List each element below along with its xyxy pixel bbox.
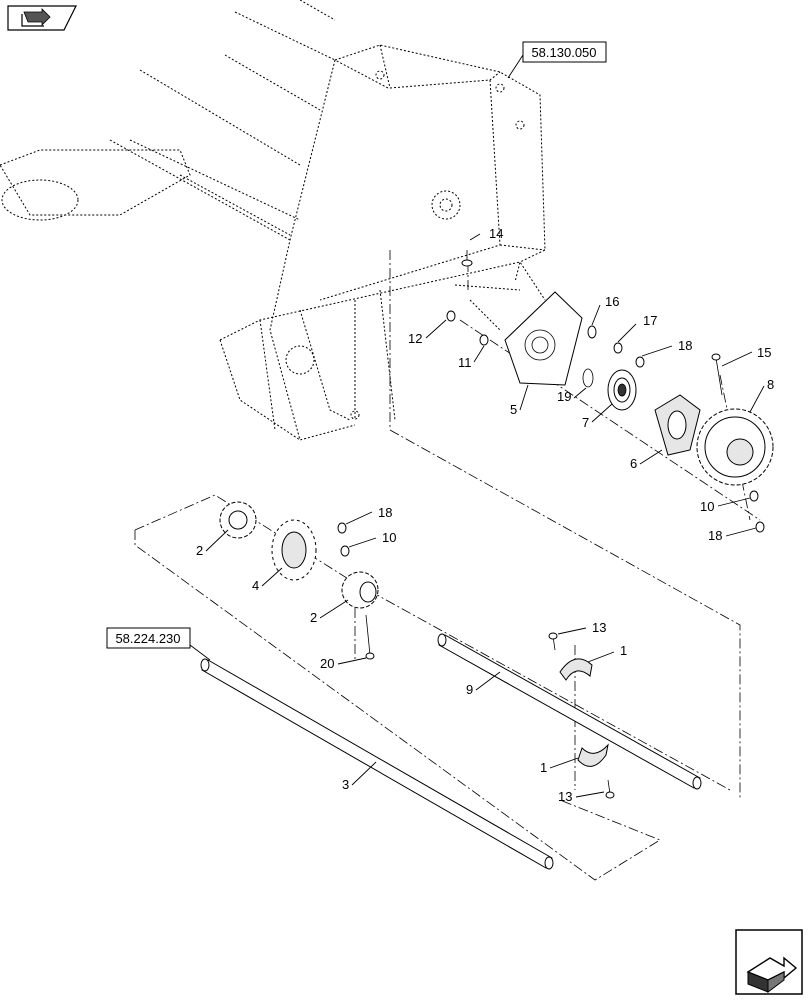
callout-5: 5 <box>510 402 517 417</box>
callout-10-right: 10 <box>700 499 714 514</box>
callout-8: 8 <box>767 377 774 392</box>
part-18-nut-right[interactable] <box>755 521 765 533</box>
callout-1-lower: 1 <box>540 760 547 775</box>
part-13-bolt-lower[interactable] <box>605 779 615 799</box>
part-11-bolt[interactable] <box>479 334 489 346</box>
part-17-washer[interactable] <box>613 342 623 354</box>
callout-9: 9 <box>466 682 473 697</box>
part-10-nut-right[interactable] <box>749 490 759 502</box>
part-7-bearing[interactable] <box>607 369 637 411</box>
part-8-sprocket[interactable] <box>696 408 774 486</box>
reference-label-left: 58.224.230 <box>115 631 180 646</box>
callout-13-lower: 13 <box>558 789 572 804</box>
callout-6: 6 <box>630 456 637 471</box>
callout-18-upper: 18 <box>678 338 692 353</box>
chassis-frame <box>0 0 546 441</box>
next-page-arrow-icon[interactable] <box>735 929 803 995</box>
part-5-plate[interactable] <box>504 291 583 386</box>
callout-1-upper: 1 <box>620 643 627 658</box>
callout-2-upper: 2 <box>196 543 203 558</box>
part-2-coupling-half-b[interactable] <box>341 571 379 609</box>
callout-20: 20 <box>320 656 334 671</box>
callout-15: 15 <box>757 345 771 360</box>
center-lines <box>134 250 761 881</box>
callout-4: 4 <box>252 578 259 593</box>
callout-13-upper: 13 <box>592 620 606 635</box>
part-13-bolt-upper[interactable] <box>548 632 558 651</box>
part-1-clamp-upper[interactable] <box>559 658 593 681</box>
part-2-coupling-half-a[interactable] <box>219 501 257 539</box>
callout-3: 3 <box>342 777 349 792</box>
callout-18-left: 18 <box>378 505 392 520</box>
callout-19: 19 <box>557 389 571 404</box>
callout-10-left: 10 <box>382 530 396 545</box>
reference-box-left[interactable]: 58.224.230 <box>106 627 211 661</box>
part-3-shaft[interactable] <box>200 658 554 870</box>
part-19-circlip[interactable] <box>582 368 594 388</box>
part-12-bolt[interactable] <box>446 310 456 322</box>
callout-11: 11 <box>458 355 472 370</box>
part-9-shaft[interactable] <box>437 633 702 790</box>
part-10-nut-left[interactable] <box>340 545 350 557</box>
part-18-nut-a[interactable] <box>635 356 645 368</box>
callout-17: 17 <box>643 313 657 328</box>
callouts: 14 16 17 18 15 8 12 11 19 5 7 6 10 <box>196 226 774 804</box>
reference-box-top[interactable]: 58.130.050 <box>507 41 607 79</box>
part-4-chain-coupling[interactable] <box>271 519 317 581</box>
part-16-washer[interactable] <box>587 325 597 339</box>
part-1-clamp-lower[interactable] <box>577 743 609 767</box>
callout-14: 14 <box>489 226 503 241</box>
part-14-bolt[interactable] <box>461 250 473 267</box>
callout-7: 7 <box>582 415 589 430</box>
callout-2-lower: 2 <box>310 610 317 625</box>
book-arrow-icon[interactable] <box>7 5 77 31</box>
callout-18-right: 18 <box>708 528 722 543</box>
part-6-flange[interactable] <box>654 394 701 456</box>
part-20-bolt[interactable] <box>365 614 375 660</box>
callout-16: 16 <box>605 294 619 309</box>
part-18-nut-left[interactable] <box>337 522 347 534</box>
part-15-bolt[interactable] <box>711 353 723 396</box>
callout-12: 12 <box>408 331 422 346</box>
reference-label-top: 58.130.050 <box>531 45 596 60</box>
